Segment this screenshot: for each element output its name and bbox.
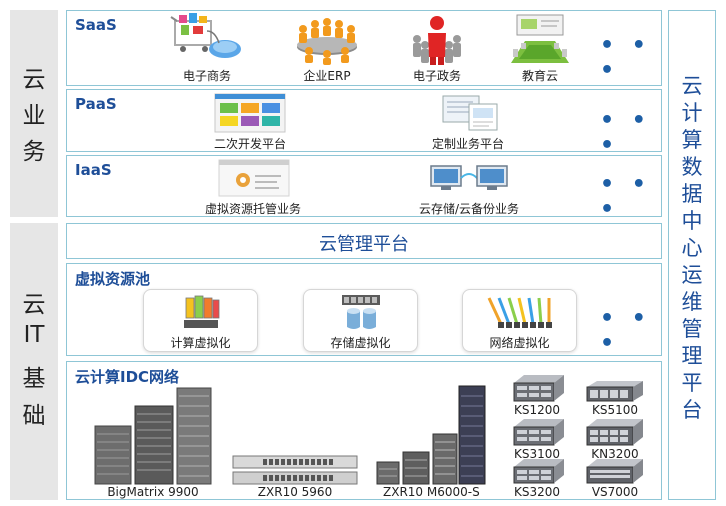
cloud-it-char-3: 基 bbox=[22, 366, 46, 392]
zxr10-5960-switch-icon bbox=[232, 455, 358, 485]
ops-char: 数 bbox=[681, 155, 703, 179]
cloud-business-side: 云 业 务 bbox=[10, 10, 58, 217]
idc-device-zxr10-m6000s: ZXR10 M6000-S bbox=[383, 485, 480, 499]
ops-char: 理 bbox=[681, 344, 703, 368]
iaas-title: IaaS bbox=[75, 161, 112, 179]
cloud-mgmt-title: 云管理平台 bbox=[319, 234, 409, 255]
cloud-it-char-4: 础 bbox=[22, 403, 46, 429]
virtual-pool-more: • • • bbox=[600, 306, 651, 356]
cloud-it-char-2: IT bbox=[23, 322, 45, 348]
virtual-pool-item-storage: 存储虚拟化 bbox=[330, 336, 391, 350]
storage-label-vs7000: VS7000 bbox=[591, 485, 639, 499]
ops-char: 中 bbox=[681, 209, 703, 233]
storage-label-ks3200: KS3200 bbox=[513, 485, 561, 499]
storage-ks3200-icon bbox=[513, 459, 564, 484]
iaas-panel: IaaS 虚拟资源托管业务 云存储/云备份业务 • • • bbox=[66, 155, 662, 222]
idc-device-zxr10-5960: ZXR10 5960 bbox=[257, 485, 333, 499]
ops-char: 平 bbox=[681, 371, 703, 395]
saas-more: • • • bbox=[600, 33, 651, 83]
saas-panel: SaaS 电子商务 企业ERP bbox=[66, 10, 662, 86]
paas-more: • • • bbox=[600, 108, 651, 158]
storage-ks5100-icon bbox=[586, 381, 643, 402]
zxr10-m6000s-router-icon bbox=[376, 385, 486, 485]
iaas-more: • • • bbox=[600, 172, 651, 222]
secondary-dev-platform-icon bbox=[214, 93, 286, 133]
virtual-pool-title: 虚拟资源池 bbox=[75, 270, 151, 288]
virtual-hosting-icon bbox=[218, 159, 290, 197]
storage-label-ks1200: KS1200 bbox=[513, 403, 561, 417]
egov-icon bbox=[413, 16, 461, 65]
cloud-business-char-1: 云 bbox=[22, 67, 46, 93]
ops-char: 算 bbox=[681, 128, 703, 152]
compute-virtualization-icon bbox=[184, 295, 220, 328]
saas-title: SaaS bbox=[75, 16, 117, 34]
storage-virtualization-card: 存储虚拟化 bbox=[303, 289, 418, 352]
cloud-it-char-1: 云 bbox=[22, 292, 46, 318]
ops-char: 运 bbox=[681, 263, 703, 287]
storage-ks3100-icon bbox=[513, 419, 564, 446]
ops-mgmt-platform-label: 云 计 算 数 据 中 心 运 维 管 理 平 台 bbox=[669, 73, 715, 424]
paas-title: PaaS bbox=[75, 95, 117, 113]
cloud-business-char-2: 业 bbox=[22, 103, 46, 129]
virtual-pool-panel: 虚拟资源池 计算虚拟化 存储虚拟化 bbox=[66, 263, 662, 356]
storage-ks1200-icon bbox=[513, 375, 564, 402]
ecommerce-icon bbox=[170, 13, 241, 58]
paas-item-custom-business: 定制业务平台 bbox=[431, 137, 504, 151]
custom-business-platform-icon bbox=[442, 95, 498, 131]
ops-char: 据 bbox=[681, 182, 703, 206]
saas-item-ecommerce: 电子商务 bbox=[182, 69, 231, 83]
iaas-item-virtual-hosting: 虚拟资源托管业务 bbox=[204, 202, 301, 216]
cloud-mgmt-panel: 云管理平台 bbox=[66, 223, 662, 259]
storage-vs7000-icon bbox=[586, 459, 643, 484]
ops-mgmt-platform-panel: 云 计 算 数 据 中 心 运 维 管 理 平 台 bbox=[668, 10, 716, 500]
idc-network-panel: 云计算IDC网络 BigMatrix 9900 bbox=[66, 361, 662, 500]
cloud-it-base-side: 云 IT 基 础 bbox=[10, 223, 58, 500]
saas-item-egov: 电子政务 bbox=[412, 69, 461, 83]
storage-kn3200-icon bbox=[586, 419, 643, 446]
ops-char: 心 bbox=[681, 236, 703, 260]
storage-label-ks5100: KS5100 bbox=[591, 403, 639, 417]
ops-char: 维 bbox=[681, 290, 703, 314]
ops-char: 台 bbox=[681, 398, 703, 422]
iaas-item-cloud-storage: 云存储/云备份业务 bbox=[418, 202, 520, 216]
erp-icon bbox=[297, 18, 357, 65]
storage-label-kn3200: KN3200 bbox=[591, 447, 639, 461]
compute-virtualization-card: 计算虚拟化 bbox=[143, 289, 258, 352]
ops-char: 云 bbox=[681, 74, 703, 98]
ops-char: 计 bbox=[681, 101, 703, 125]
storage-label-ks3100: KS3100 bbox=[513, 447, 561, 461]
saas-item-education-cloud: 教育云 bbox=[521, 69, 558, 83]
bigmatrix-switch-icon bbox=[94, 387, 212, 485]
saas-item-erp: 企业ERP bbox=[303, 69, 351, 83]
paas-item-secondary-dev: 二次开发平台 bbox=[213, 137, 286, 151]
ops-char: 管 bbox=[681, 317, 703, 341]
network-virtualization-card: 网络虚拟化 bbox=[462, 289, 577, 352]
cloud-business-char-3: 务 bbox=[22, 139, 46, 165]
paas-panel: PaaS 二次开发平台 定制业务平台 • • • bbox=[66, 89, 662, 158]
education-cloud-icon bbox=[511, 14, 569, 63]
network-virtualization-icon bbox=[487, 297, 552, 328]
virtual-pool-item-network: 网络虚拟化 bbox=[489, 336, 550, 350]
virtual-pool-item-compute: 计算虚拟化 bbox=[170, 336, 231, 350]
idc-device-bigmatrix: BigMatrix 9900 bbox=[107, 485, 199, 499]
cloud-storage-backup-icon bbox=[430, 165, 508, 190]
storage-virtualization-icon bbox=[342, 295, 380, 329]
idc-network-title: 云计算IDC网络 bbox=[75, 368, 180, 386]
